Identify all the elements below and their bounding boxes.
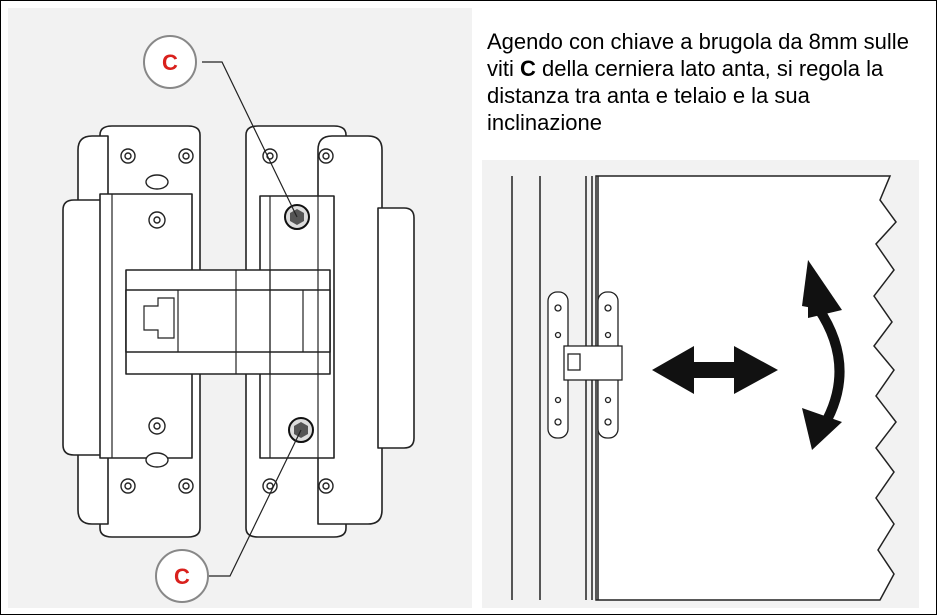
hinge-arm-inner: [125, 289, 331, 353]
leader-line-bottom: [208, 429, 302, 577]
callout-c-bottom: C: [155, 549, 209, 603]
right-flange: [377, 207, 415, 449]
instructions-text: Agendo con chiave a brugola da 8mm sulle…: [487, 28, 927, 136]
callout-c-top: C: [143, 35, 197, 89]
instructions-part1: Agendo con chiave a brugola da 8mm sulle…: [487, 29, 909, 81]
left-flange: [62, 199, 105, 456]
hinge-drawing: C C: [8, 8, 472, 608]
leader-line-top: [202, 61, 298, 218]
door-adjustment-diagram: [482, 160, 919, 608]
instructions-part2: della cerniera lato anta, si regola la d…: [487, 56, 884, 135]
horizontal-double-arrow-icon: [652, 346, 778, 394]
door-leaf: [595, 175, 897, 601]
callout-label-bottom: C: [174, 564, 190, 589]
small-hinge: [547, 291, 623, 439]
curved-double-arrow-icon: [802, 260, 845, 450]
screw-letter: C: [520, 56, 536, 81]
callout-label-top: C: [162, 50, 178, 75]
door-frame: [511, 176, 599, 600]
